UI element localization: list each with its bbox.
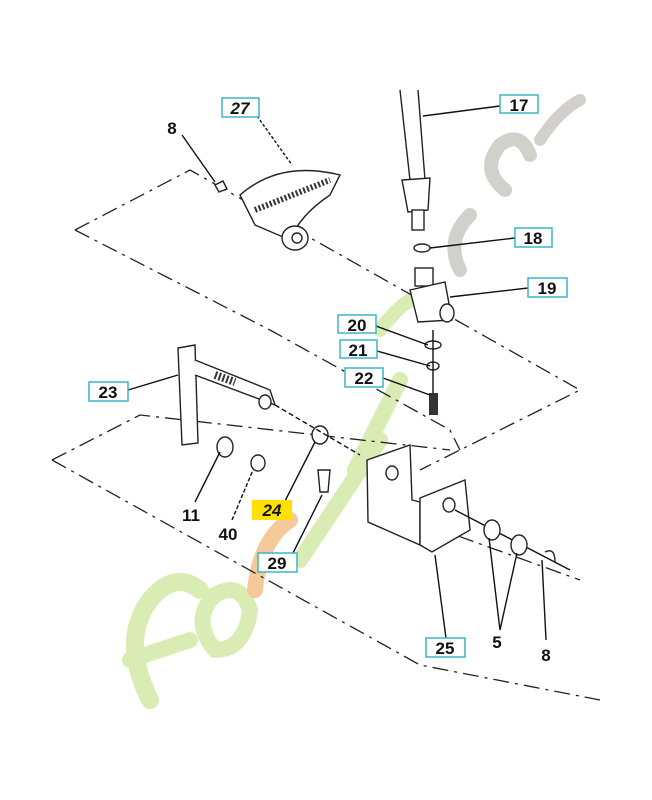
label-24: 24: [262, 501, 282, 520]
label-25: 25: [436, 639, 455, 658]
label-5: 5: [492, 633, 501, 652]
pivot-bracket: [177, 344, 361, 493]
label-21: 21: [349, 341, 368, 360]
label-29: 29: [268, 554, 287, 573]
label-8-bottom: 8: [541, 646, 550, 665]
label-27: 27: [230, 99, 251, 118]
part-labels: 27 17 18 19 20 21 22 23 25 29 24 8 11 40…: [88, 94, 568, 665]
watermark-logo: [122, 94, 586, 709]
label-40: 40: [219, 525, 238, 544]
label-23: 23: [99, 383, 118, 402]
label-22: 22: [355, 369, 374, 388]
mounting-bracket-plate: [366, 444, 571, 571]
bevel-gear: [214, 169, 342, 251]
label-8-top: 8: [167, 119, 176, 138]
label-20: 20: [348, 316, 367, 335]
leader-lines: [127, 105, 547, 641]
label-19: 19: [538, 279, 557, 298]
label-18: 18: [524, 229, 543, 248]
steering-shaft: [399, 89, 455, 415]
label-11: 11: [182, 506, 200, 525]
label-17: 17: [510, 96, 529, 115]
